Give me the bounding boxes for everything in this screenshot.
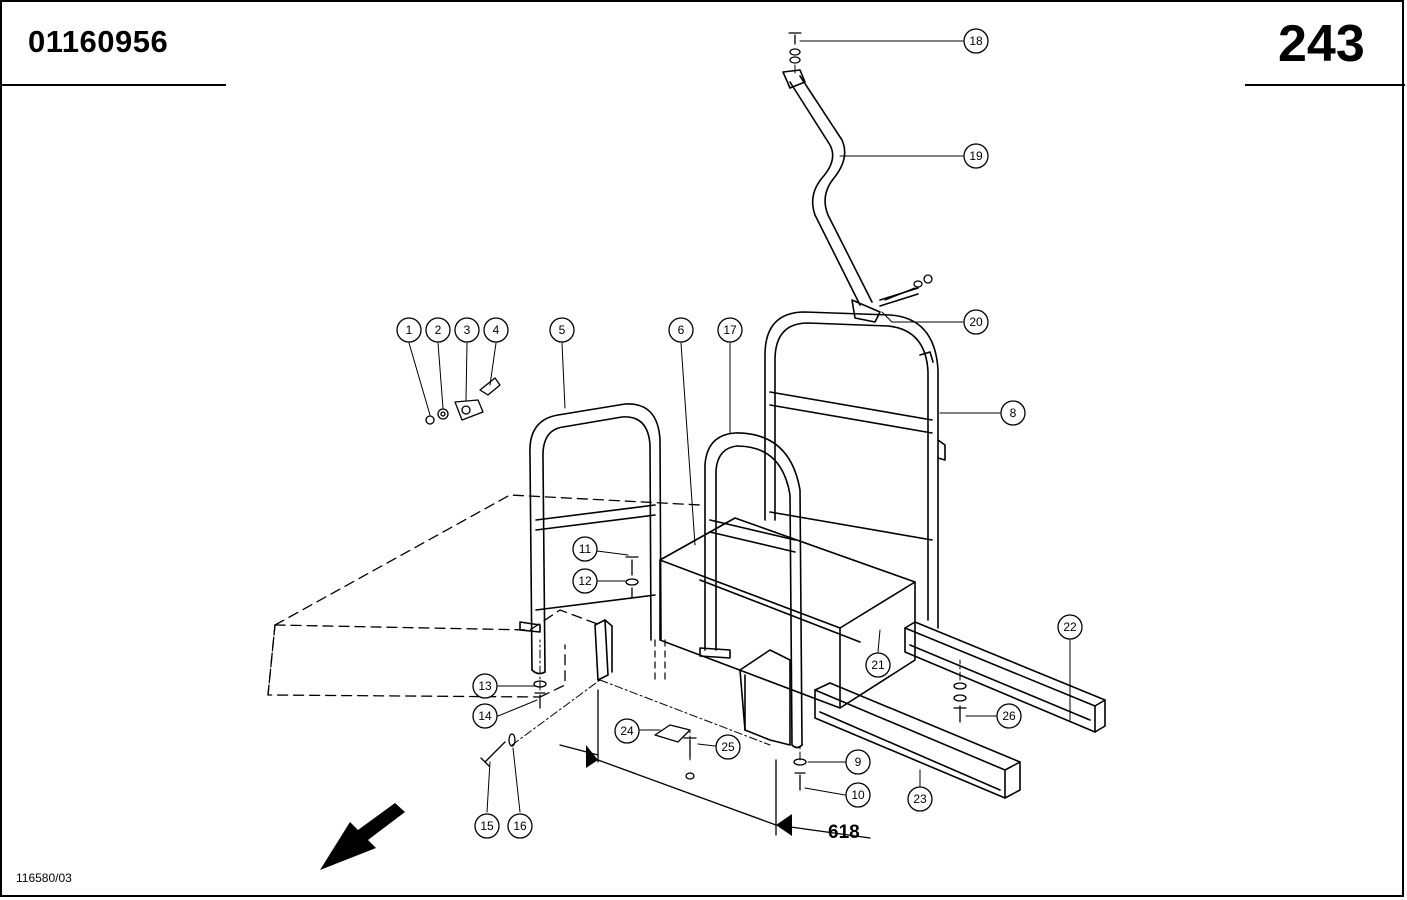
callout-12: 12 — [572, 568, 598, 594]
bracket-left — [594, 619, 613, 681]
callout-18: 18 — [963, 28, 989, 54]
callout-8: 8 — [1000, 400, 1026, 426]
callout-25: 25 — [715, 734, 741, 760]
svg-text:18: 18 — [969, 34, 983, 48]
svg-text:22: 22 — [1063, 620, 1077, 634]
svg-text:10: 10 — [851, 788, 865, 802]
svg-text:21: 21 — [871, 658, 885, 672]
svg-text:20: 20 — [969, 315, 983, 329]
svg-text:17: 17 — [723, 323, 737, 337]
frame-5-dashed-leg — [654, 639, 666, 681]
direction-arrow — [320, 803, 405, 870]
callout-15: 15 — [474, 813, 500, 839]
svg-text:14: 14 — [478, 709, 492, 723]
callout-11: 11 — [572, 536, 598, 562]
svg-text:1: 1 — [406, 323, 413, 337]
step-platform-6 — [659, 517, 916, 709]
callouts: 1 2 3 4 5 6 17 8 11 12 13 14 15 16 18 19… — [396, 28, 1083, 839]
dashed-platform-outline — [267, 494, 701, 698]
callout-19: 19 — [963, 143, 989, 169]
callout-23: 23 — [907, 786, 933, 812]
svg-text:5: 5 — [559, 323, 566, 337]
callout-9: 9 — [845, 749, 871, 775]
profile-rail-22 — [904, 621, 1106, 733]
support-arm-19 — [782, 69, 919, 323]
assembly-lines — [511, 64, 961, 761]
callout-22: 22 — [1057, 614, 1083, 640]
handle-frame-17 — [699, 432, 803, 749]
callout-13: 13 — [472, 673, 498, 699]
page-number: 243 — [1278, 15, 1365, 73]
dimension-line — [559, 689, 871, 839]
svg-text:24: 24 — [620, 724, 634, 738]
svg-text:15: 15 — [480, 819, 494, 833]
svg-text:6: 6 — [678, 323, 685, 337]
svg-text:25: 25 — [721, 740, 735, 754]
callout-17: 17 — [717, 317, 743, 343]
svg-text:11: 11 — [579, 542, 592, 556]
svg-text:12: 12 — [578, 574, 592, 588]
svg-text:26: 26 — [1002, 709, 1016, 723]
callout-26: 26 — [996, 703, 1022, 729]
callout-20: 20 — [963, 309, 989, 335]
callout-24: 24 — [614, 718, 640, 744]
svg-text:13: 13 — [478, 679, 492, 693]
callout-4: 4 — [483, 317, 509, 343]
header-rule-left — [0, 84, 226, 86]
svg-text:3: 3 — [464, 323, 471, 337]
profile-rail-23 — [814, 682, 1021, 799]
callout-10: 10 — [845, 782, 871, 808]
bracket-center — [739, 649, 791, 746]
part-number: 01160956 — [28, 24, 169, 59]
callout-5: 5 — [549, 317, 575, 343]
callout-6: 6 — [668, 317, 694, 343]
leader-lines — [408, 40, 1071, 813]
rear-frame-8 — [764, 311, 946, 629]
front-frame-5 — [519, 403, 662, 675]
svg-text:4: 4 — [493, 323, 500, 337]
dimension-value: 618 — [828, 822, 860, 843]
svg-text:9: 9 — [855, 755, 862, 769]
callout-16: 16 — [507, 813, 533, 839]
callout-14: 14 — [472, 703, 498, 729]
callout-3: 3 — [454, 317, 480, 343]
drawing-reference: 116580/03 — [16, 871, 72, 885]
svg-text:16: 16 — [513, 819, 527, 833]
header-rule-right — [1245, 84, 1405, 86]
callout-2: 2 — [425, 317, 451, 343]
svg-text:2: 2 — [435, 323, 442, 337]
svg-text:19: 19 — [969, 149, 983, 163]
svg-text:23: 23 — [913, 792, 927, 806]
callout-21: 21 — [865, 652, 891, 678]
callout-1: 1 — [396, 317, 422, 343]
svg-text:8: 8 — [1010, 406, 1017, 420]
